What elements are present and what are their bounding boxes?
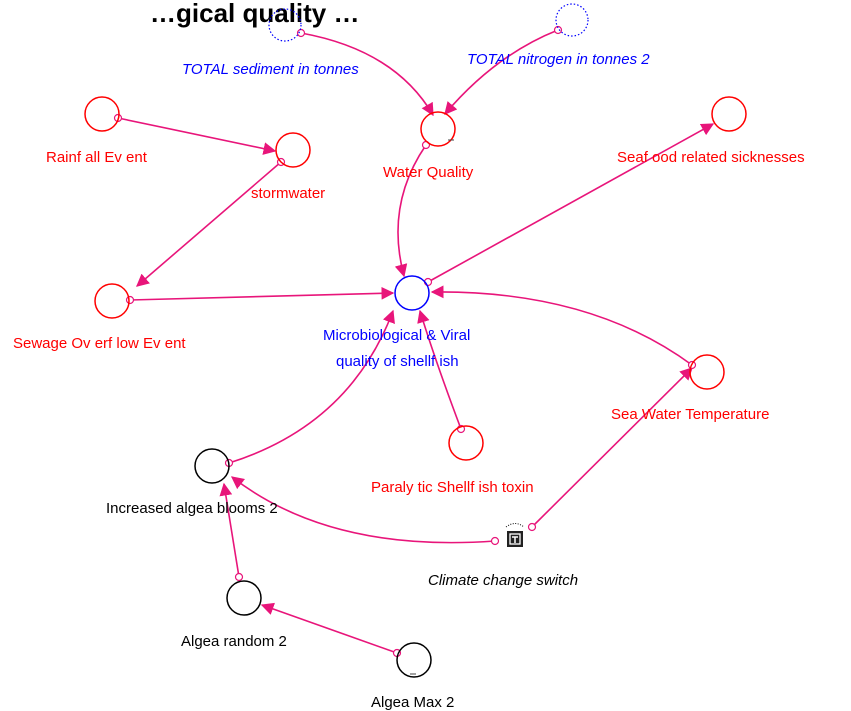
label-seafood-sicknesses: Seaf ood related sicknesses	[617, 149, 805, 166]
node-seafood-sicknesses[interactable]	[711, 96, 747, 132]
node-sea-water-temp[interactable]	[689, 354, 725, 390]
label-total-sediment: TOTAL sediment in tonnes	[182, 61, 359, 78]
link-micro-to-seafood[interactable]	[427, 123, 715, 283]
link-toxin-to-micro[interactable]	[417, 309, 462, 430]
label-micro-viral-line1: Microbiological & Viral	[323, 327, 470, 344]
label-sewage-overflow: Sewage Ov erf low Ev ent	[13, 335, 186, 352]
label-algea-random: Algea random 2	[181, 633, 287, 650]
node-algea-random[interactable]	[226, 580, 262, 616]
link-rainfall-to-stormwater[interactable]	[117, 117, 277, 155]
node-total-sediment[interactable]	[268, 8, 302, 42]
link-sediment-to-water-quality[interactable]	[300, 32, 434, 117]
label-algae-blooms: Increased algea blooms 2	[106, 500, 278, 517]
link-random-to-algae[interactable]	[219, 482, 240, 578]
node-stormwater[interactable]	[275, 132, 311, 168]
node-water-quality[interactable]	[420, 111, 456, 147]
node-algae-blooms[interactable]	[194, 448, 230, 484]
link-switch-to-temp[interactable]	[531, 367, 693, 528]
link-temp-to-micro[interactable]	[430, 285, 693, 366]
label-paralytic-toxin: Paraly tic Shellf ish toxin	[371, 479, 534, 496]
switch-icon[interactable]	[505, 523, 525, 548]
link-max-to-random[interactable]	[260, 602, 398, 654]
diagram-title: …gical quality …	[150, 0, 360, 28]
node-sewage-overflow[interactable]	[94, 283, 130, 319]
label-water-quality: Water Quality	[383, 164, 474, 181]
node-algea-max[interactable]	[396, 642, 432, 678]
link-nitrogen-to-water-quality[interactable]	[444, 29, 559, 115]
link-stormwater-to-sewage[interactable]	[136, 161, 282, 287]
link-water-quality-to-micro[interactable]	[394, 144, 427, 278]
node-decorations	[410, 139, 454, 675]
label-rainfall-event: Rainf all Ev ent	[46, 149, 148, 166]
node-paralytic-toxin[interactable]	[448, 425, 484, 461]
label-sea-water-temp: Sea Water Temperature	[611, 406, 769, 423]
links	[117, 29, 715, 654]
link-sewage-to-micro[interactable]	[129, 286, 395, 301]
label-total-nitrogen: TOTAL nitrogen in tonnes 2	[467, 51, 650, 68]
label-stormwater: stormwater	[251, 185, 325, 202]
link-switch-to-algae[interactable]	[230, 476, 496, 544]
label-algea-max: Algea Max 2	[371, 694, 454, 711]
link-algae-to-micro[interactable]	[228, 309, 395, 464]
label-climate-switch: Climate change switch	[428, 572, 578, 589]
label-micro-viral-line2: quality of shellf ish	[336, 353, 459, 370]
node-total-nitrogen[interactable]	[555, 3, 589, 37]
node-rainfall-event[interactable]	[84, 96, 120, 132]
node-micro-viral-quality[interactable]	[394, 275, 430, 311]
